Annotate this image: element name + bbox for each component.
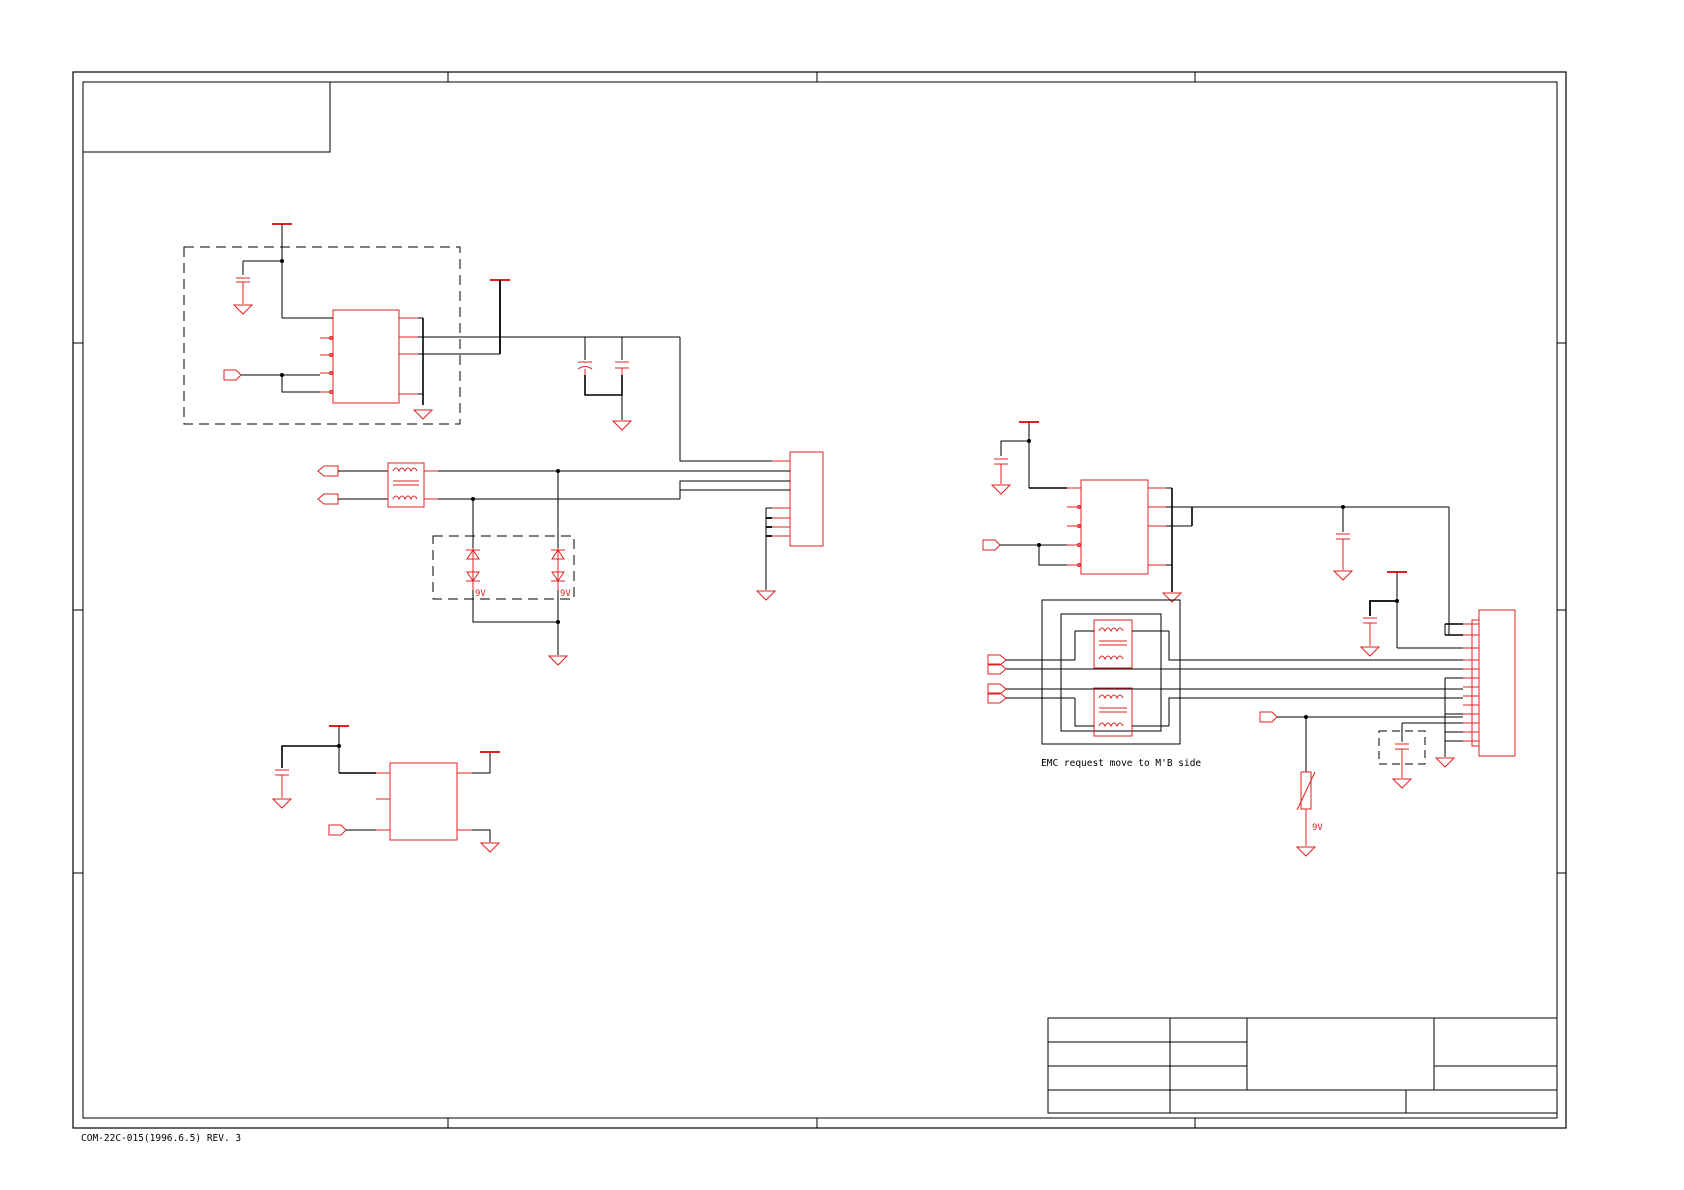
varistor-label: 9V xyxy=(1312,823,1323,833)
signal-port-c xyxy=(1259,711,1278,723)
title-block xyxy=(1047,1017,1558,1114)
regulator-block-c xyxy=(982,421,1479,636)
regulator-ic-a xyxy=(332,309,400,404)
emc-note: EMC request move to M'B side xyxy=(1041,758,1201,769)
dashed-enclosure-a xyxy=(183,246,461,425)
revision-box xyxy=(83,82,331,153)
common-mode-choke-right-1 xyxy=(1093,619,1133,669)
signal-filter-left: 9V 9V xyxy=(317,451,824,666)
common-mode-choke-right-2 xyxy=(1093,687,1133,737)
drawing-frame xyxy=(72,71,1567,1129)
tvs-label-1: 9V xyxy=(475,589,486,599)
connector-right-pins xyxy=(1463,623,1479,742)
common-mode-choke-left xyxy=(387,462,425,508)
data-port-minus xyxy=(317,493,339,505)
signal-filter-right: EMC request move to M'B side 9V xyxy=(987,571,1516,857)
connector-right xyxy=(1478,609,1516,757)
diff-port-2p xyxy=(987,683,1007,695)
diff-port-1p xyxy=(987,654,1007,666)
regulator-ic-c xyxy=(1080,479,1149,575)
regulator-block-b xyxy=(271,725,501,853)
regulator-block-a xyxy=(183,223,790,462)
dashed-enclosure-tvs xyxy=(432,535,575,600)
input-port-a xyxy=(223,369,242,381)
diff-port-2n xyxy=(987,692,1007,704)
data-port-plus xyxy=(317,465,339,477)
diff-port-1n xyxy=(987,663,1007,675)
tvs-diode-2 xyxy=(551,548,565,590)
connector-left xyxy=(789,451,824,547)
emc-choke-module xyxy=(1041,599,1181,745)
form-code: COM-22C-015(1996.6.5) REV. 3 xyxy=(81,1133,241,1144)
input-port-c xyxy=(982,539,1001,551)
tvs-diode-1 xyxy=(466,548,480,590)
regulator-ic-b xyxy=(389,762,458,841)
tvs-label-2: 9V xyxy=(560,589,571,599)
input-port-b xyxy=(328,824,347,836)
